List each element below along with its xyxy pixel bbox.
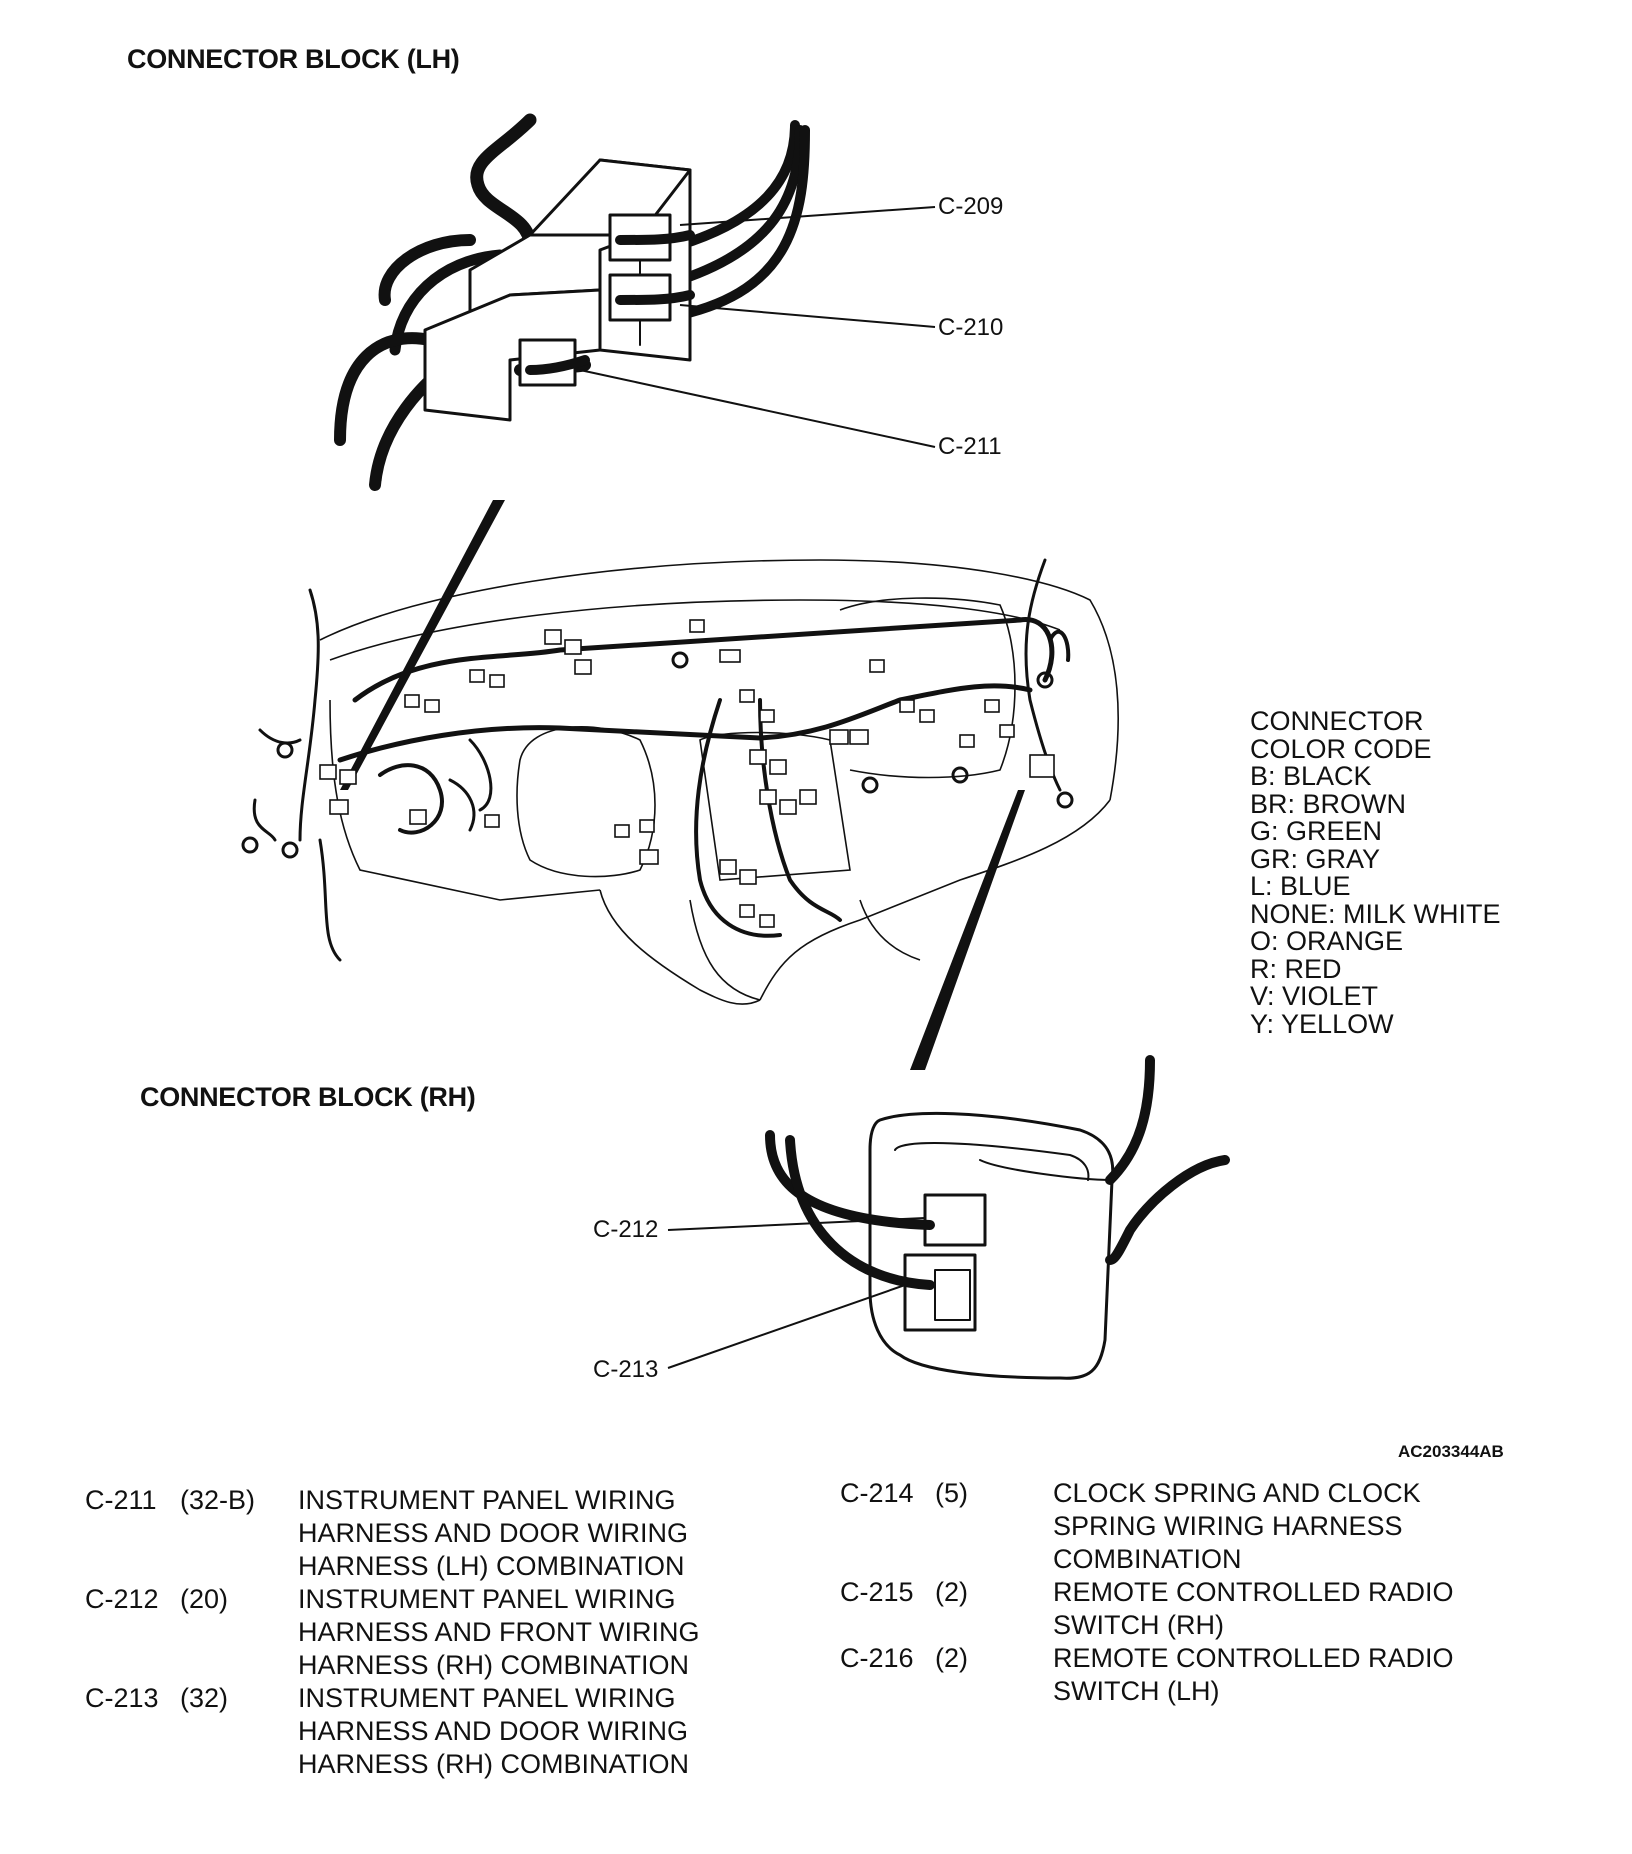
legend-item: G: GREEN — [1250, 816, 1383, 846]
legend-item: GR: GRAY — [1250, 843, 1381, 874]
instrument-panel — [319, 559, 1119, 1005]
connector-pins: (2) — [935, 1577, 968, 1607]
connector-desc-line: INSTRUMENT PANEL WIRING — [298, 1584, 676, 1614]
legend-item: V: VIOLET — [1250, 981, 1379, 1011]
connector-desc-line: REMOTE CONTROLLED RADIO — [1053, 1643, 1454, 1673]
callout-c213: C-213 — [593, 1356, 659, 1383]
connector-desc-line: INSTRUMENT PANEL WIRING — [298, 1485, 676, 1515]
connector-code: C-212 — [85, 1584, 159, 1614]
connector-desc-line: SWITCH (LH) — [1053, 1676, 1220, 1706]
connector-desc-line: HARNESS (RH) COMBINATION — [298, 1749, 690, 1779]
panel-harness — [252, 558, 1071, 962]
connector-pins: (2) — [935, 1643, 968, 1673]
lh-block-title: CONNECTOR BLOCK (LH) — [127, 44, 460, 74]
connector-desc-line: COMBINATION — [1053, 1544, 1242, 1574]
connector-desc-line: REMOTE CONTROLLED RADIO — [1053, 1577, 1454, 1607]
connector-list-left: C-211 (32-B) INSTRUMENT PANEL WIRING HAR… — [85, 1484, 725, 1784]
connector-desc-line: HARNESS (LH) COMBINATION — [298, 1551, 685, 1581]
connector-list-right: C-214 (5) CLOCK SPRING AND CLOCK SPRING … — [840, 1477, 1480, 1717]
connector-code: C-211 — [85, 1485, 157, 1515]
legend-item: L: BLUE — [1250, 871, 1351, 901]
callout-c210: C-210 — [938, 314, 1004, 341]
connector-code: C-214 — [840, 1478, 914, 1508]
callout-c212: C-212 — [593, 1216, 659, 1243]
connector-code: C-216 — [840, 1643, 914, 1673]
connector-pins: (32) — [180, 1683, 229, 1713]
connector-desc-line: HARNESS (RH) COMBINATION — [298, 1650, 690, 1680]
callout-c209: C-209 — [938, 193, 1004, 220]
legend-title-line1: CONNECTOR — [1250, 706, 1424, 736]
connector-pins: (5) — [935, 1478, 968, 1508]
connector-code: C-215 — [840, 1577, 914, 1607]
connector-desc-line: HARNESS AND FRONT WIRING — [298, 1617, 700, 1647]
connector-color-legend: CONNECTOR COLOR CODE B: BLACK BR: BROWN … — [1250, 706, 1501, 1039]
legend-item: BR: BROWN — [1250, 788, 1407, 819]
legend-item: R: RED — [1250, 953, 1342, 984]
legend-item: B: BLACK — [1250, 761, 1372, 791]
connector-desc-line: SWITCH (RH) — [1053, 1610, 1224, 1640]
rh-connector-block — [765, 1055, 1230, 1380]
callout-c211: C-211 — [938, 433, 1002, 460]
connector-desc-line: HARNESS AND DOOR WIRING — [298, 1716, 689, 1746]
figure-id: AC203344AB — [1398, 1442, 1504, 1461]
panel-connectors — [319, 619, 1055, 928]
connector-code: C-213 — [85, 1683, 159, 1713]
lh-pointer — [340, 500, 505, 790]
legend-title-line2: COLOR CODE — [1250, 733, 1432, 764]
legend-item: O: ORANGE — [1250, 926, 1404, 956]
legend-item: NONE: MILK WHITE — [1250, 898, 1501, 929]
connector-desc-line: INSTRUMENT PANEL WIRING — [298, 1683, 676, 1713]
rh-pointer — [910, 790, 1025, 1070]
connector-desc-line: HARNESS AND DOOR WIRING — [298, 1518, 689, 1548]
rh-block-title: CONNECTOR BLOCK (RH) — [140, 1082, 476, 1112]
connector-desc-line: CLOCK SPRING AND CLOCK — [1053, 1478, 1421, 1508]
connector-pins: (20) — [180, 1584, 229, 1614]
legend-item: Y: YELLOW — [1250, 1008, 1394, 1039]
lh-connector-block — [334, 113, 810, 491]
connector-pins: (32-B) — [180, 1485, 256, 1515]
connector-desc-line: SPRING WIRING HARNESS — [1053, 1511, 1403, 1541]
